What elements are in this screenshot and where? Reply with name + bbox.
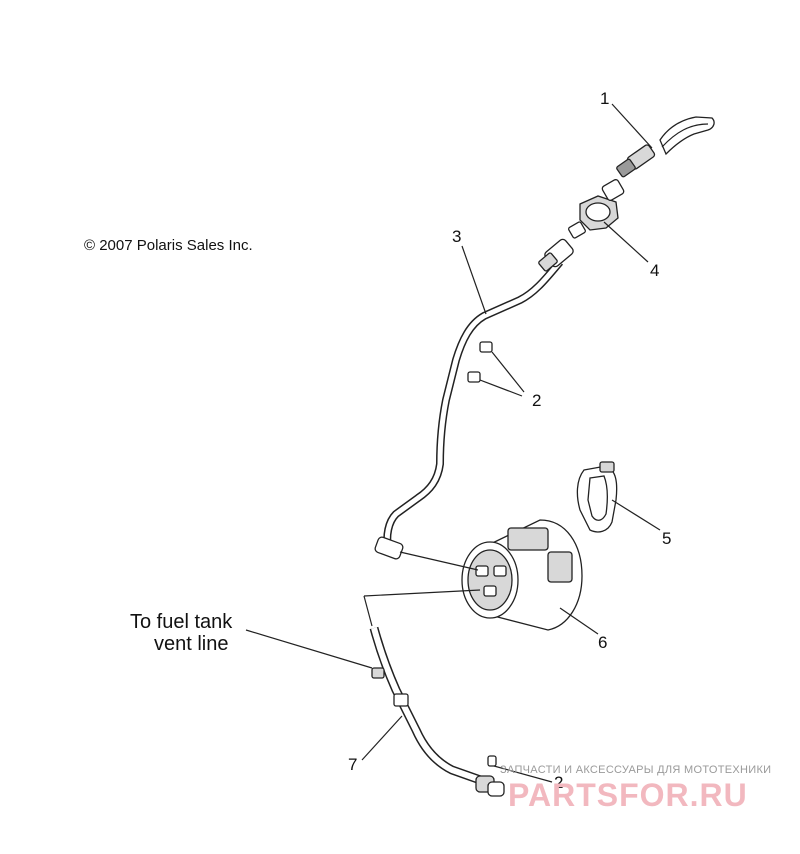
leader-lines — [245, 103, 661, 761]
watermark-brand: PARTSFOR.RU — [508, 777, 748, 813]
note-line-2: vent line — [154, 633, 229, 655]
note-line-1: To fuel tank — [130, 611, 233, 633]
part-4-check-valve — [568, 179, 625, 239]
callout-6: 6 — [598, 633, 607, 652]
part-7-lower-hose — [369, 626, 505, 797]
part-6-canister — [461, 519, 583, 631]
callout-4: 4 — [650, 261, 659, 280]
part-5-strap — [576, 461, 618, 533]
copyright-text: © 2007 Polaris Sales Inc. — [84, 237, 253, 254]
part-1-vent-hose — [616, 116, 715, 178]
part-2-clamp-lower — [487, 755, 553, 783]
watermark-tagline: ЗАПЧАСТИ И АКСЕССУАРЫ ДЛЯ МОТОТЕХНИКИ — [500, 764, 771, 776]
callout-1: 1 — [600, 89, 609, 108]
callout-3: 3 — [452, 227, 461, 246]
callout-7: 7 — [348, 755, 357, 774]
callout-5: 5 — [662, 529, 671, 548]
part-3-vent-tube — [374, 238, 574, 560]
part-2-clamps-upper — [467, 341, 525, 397]
callout-2-upper: 2 — [532, 391, 541, 410]
connection-lines — [363, 551, 481, 627]
callout-2-lower: 2 — [554, 773, 563, 792]
